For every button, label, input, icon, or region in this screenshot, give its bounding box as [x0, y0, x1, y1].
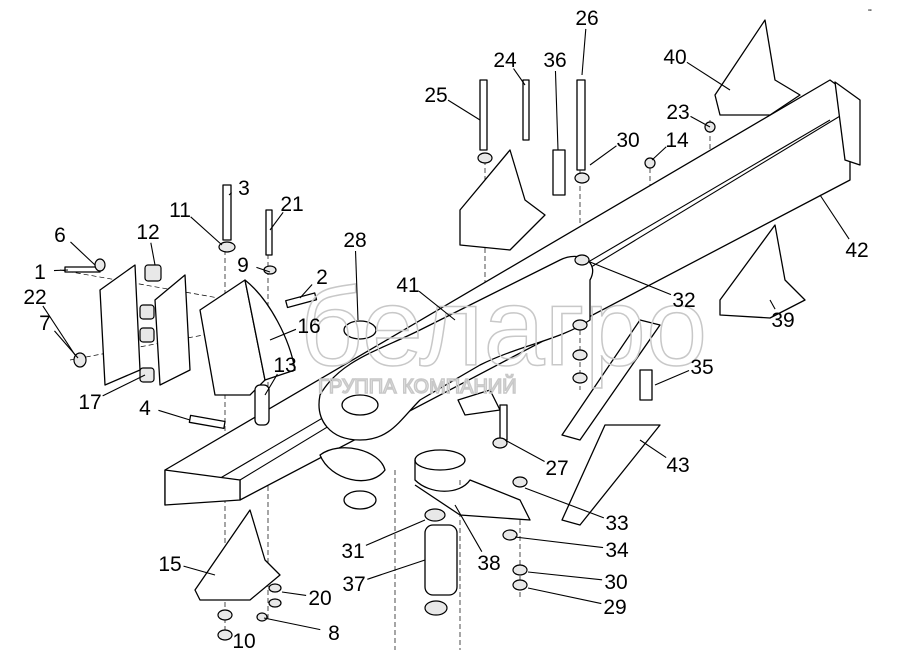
leader-line-41	[418, 290, 456, 321]
part-label-37: 37	[342, 573, 365, 596]
leader-line-37	[367, 559, 426, 580]
leader-line-25	[447, 99, 481, 121]
leader-line-39	[769, 299, 776, 310]
leader-line-42	[819, 194, 850, 240]
part-label-16: 16	[297, 315, 320, 338]
mounting-plate-41	[318, 255, 594, 482]
leader-line-14	[651, 146, 667, 161]
part-label-30: 30	[616, 129, 639, 152]
leader-line-9	[256, 266, 271, 273]
leader-line-38	[454, 504, 483, 552]
part-label-6: 6	[54, 224, 66, 247]
leader-line-12	[150, 242, 156, 266]
part-label-11: 11	[169, 199, 191, 222]
leader-line-30	[527, 571, 603, 581]
leader-line-2	[299, 284, 313, 299]
leader-line-30	[589, 145, 617, 166]
part-label-28: 28	[343, 229, 366, 252]
part-label-23: 23	[666, 101, 689, 124]
part-label-3: 3	[238, 177, 250, 200]
leader-line-28	[354, 250, 359, 321]
leader-line-15	[183, 565, 216, 576]
part-label-41: 41	[396, 274, 419, 297]
leader-line-29	[527, 587, 602, 605]
leader-line-23	[690, 115, 711, 128]
bracket-upper	[194, 19, 806, 601]
leader-line-31	[365, 519, 426, 546]
part-label-40: 40	[663, 46, 686, 69]
part-label-26: 26	[575, 7, 598, 30]
leader-line-33	[524, 487, 605, 519]
leader-line-1	[53, 269, 69, 272]
leader-line-36	[554, 70, 559, 151]
bolts	[64, 79, 653, 441]
leader-line-16	[269, 328, 297, 341]
part-label-30: 30	[604, 571, 627, 594]
leader-line-3	[228, 192, 233, 196]
leader-line-11	[190, 216, 223, 246]
part-label-21: 21	[280, 193, 303, 216]
svg-text:ГРУППА КОМПАНИЙ: ГРУППА КОМПАНИЙ	[318, 374, 517, 398]
leader-line-32	[589, 261, 672, 296]
part-label-42: 42	[845, 239, 868, 262]
leader-line-26	[581, 28, 587, 76]
leader-line-17	[102, 374, 146, 397]
arm-38	[343, 320, 531, 616]
part-label-8: 8	[328, 622, 340, 645]
leader-line-27	[504, 439, 545, 462]
leader-line-24	[513, 68, 526, 86]
part-label-36: 36	[543, 49, 566, 72]
leader-line-6	[70, 241, 96, 266]
plates-17	[99, 264, 191, 386]
leader-line-13	[264, 373, 278, 396]
part-label-29: 29	[603, 596, 626, 619]
watermark: белагро ГРУППА КОМПАНИЙ	[299, 265, 708, 399]
part-label-12: 12	[136, 221, 159, 244]
leader-line-22	[42, 305, 76, 356]
part-label-14: 14	[665, 129, 689, 152]
part-label-15: 15	[158, 553, 181, 576]
part-label-31: 31	[341, 540, 364, 563]
part-label-33: 33	[605, 512, 628, 535]
part-label-25: 25	[424, 84, 447, 107]
part-label-7: 7	[39, 312, 51, 335]
leader-line-8	[263, 617, 321, 631]
leader-line-7	[54, 330, 79, 359]
leader-line-4	[158, 409, 191, 421]
part-label-43: 43	[666, 454, 689, 477]
part-label-34: 34	[605, 539, 629, 562]
svg-text:белагро: белагро	[300, 266, 707, 389]
leader-line-40	[686, 61, 731, 91]
part-label-32: 32	[672, 289, 695, 312]
part-label-1: 1	[34, 261, 46, 284]
bracket-16	[199, 279, 296, 396]
part-label-10: 10	[232, 630, 255, 653]
part-label-24: 24	[493, 49, 517, 72]
part-label-13: 13	[273, 354, 296, 377]
part-label-38: 38	[477, 552, 500, 575]
part-label-4: 4	[139, 397, 151, 420]
part-label-39: 39	[771, 309, 794, 332]
leader-line-20	[281, 591, 307, 596]
part-label-22: 22	[23, 286, 46, 309]
part-label-20: 20	[308, 587, 331, 610]
part-label-35: 35	[690, 356, 713, 379]
part-label-17: 17	[78, 391, 101, 414]
part-label-27: 27	[545, 457, 568, 480]
corner-mark: ᵃᵉ	[868, 8, 872, 14]
leader-line-43	[639, 439, 667, 459]
part-label-9: 9	[237, 254, 249, 277]
tie-rods	[457, 319, 661, 526]
leader-line-34	[514, 536, 604, 549]
part-label-2: 2	[316, 266, 328, 289]
leader-line-35	[654, 369, 690, 386]
leader-line-21	[269, 211, 284, 231]
